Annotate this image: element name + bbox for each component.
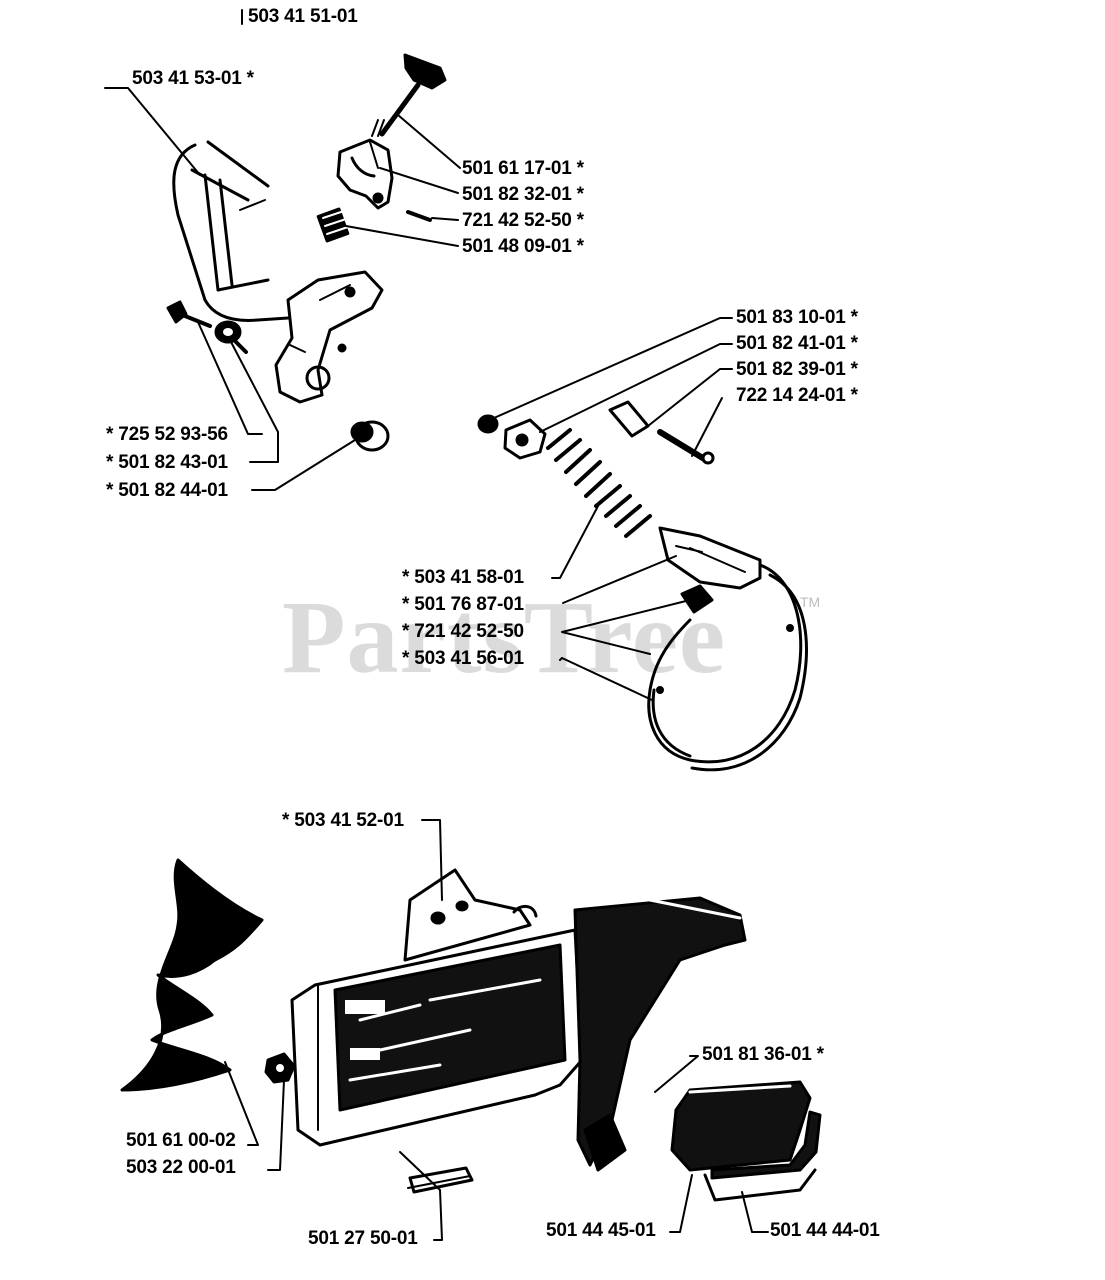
label-501-44-45-01: 501 44 45-01 — [546, 1220, 656, 1241]
label-721-42-52-50-mid: * 721 42 52-50 — [402, 621, 524, 642]
label-501-81-36-01: 501 81 36-01 * — [702, 1044, 824, 1065]
handguard-drawing — [172, 140, 384, 404]
label-501-82-44-01: * 501 82 44-01 — [106, 480, 228, 501]
label-501-83-10-01: 501 83 10-01 * — [736, 307, 858, 328]
knob-drawing — [316, 53, 447, 243]
leader-lines — [104, 9, 769, 1241]
label-503-41-56-01: * 503 41 56-01 — [402, 648, 524, 669]
label-503-41-52-01: * 503 41 52-01 — [282, 810, 404, 831]
label-721-42-52-50-top: 721 42 52-50 * — [462, 210, 584, 231]
label-501-82-43-01: * 501 82 43-01 — [106, 452, 228, 473]
label-501-82-41-01: 501 82 41-01 * — [736, 333, 858, 354]
label-501-44-44-01: 501 44 44-01 — [770, 1220, 880, 1241]
partstree-watermark: PartsTree — [282, 580, 727, 695]
label-501-48-09-01: 501 48 09-01 * — [462, 236, 584, 257]
label-503-41-53-01: 503 41 53-01 * — [132, 68, 254, 89]
label-501-61-17-01: 501 61 17-01 * — [462, 158, 584, 179]
label-assembly-503-41-51-01: 503 41 51-01 — [248, 6, 358, 27]
bolt-washer-drawing — [166, 300, 390, 452]
label-501-82-39-01: 501 82 39-01 * — [736, 359, 858, 380]
label-501-76-87-01: * 501 76 87-01 — [402, 594, 524, 615]
label-501-61-00-02: 501 61 00-02 — [126, 1130, 236, 1151]
label-503-22-00-01: 503 22 00-01 — [126, 1157, 236, 1178]
label-503-41-58-01: * 503 41 58-01 — [402, 567, 524, 588]
label-725-52-93-56: * 725 52 93-56 — [106, 424, 228, 445]
watermark-trademark: TM — [800, 594, 821, 610]
brake-band-drawing — [477, 400, 808, 772]
label-722-14-24-01: 722 14 24-01 * — [736, 385, 858, 406]
clutch-cover-drawing — [120, 858, 747, 1194]
label-501-82-32-01: 501 82 32-01 * — [462, 184, 584, 205]
label-501-27-50-01: 501 27 50-01 — [308, 1228, 418, 1249]
guide-plates-drawing — [670, 1080, 822, 1202]
